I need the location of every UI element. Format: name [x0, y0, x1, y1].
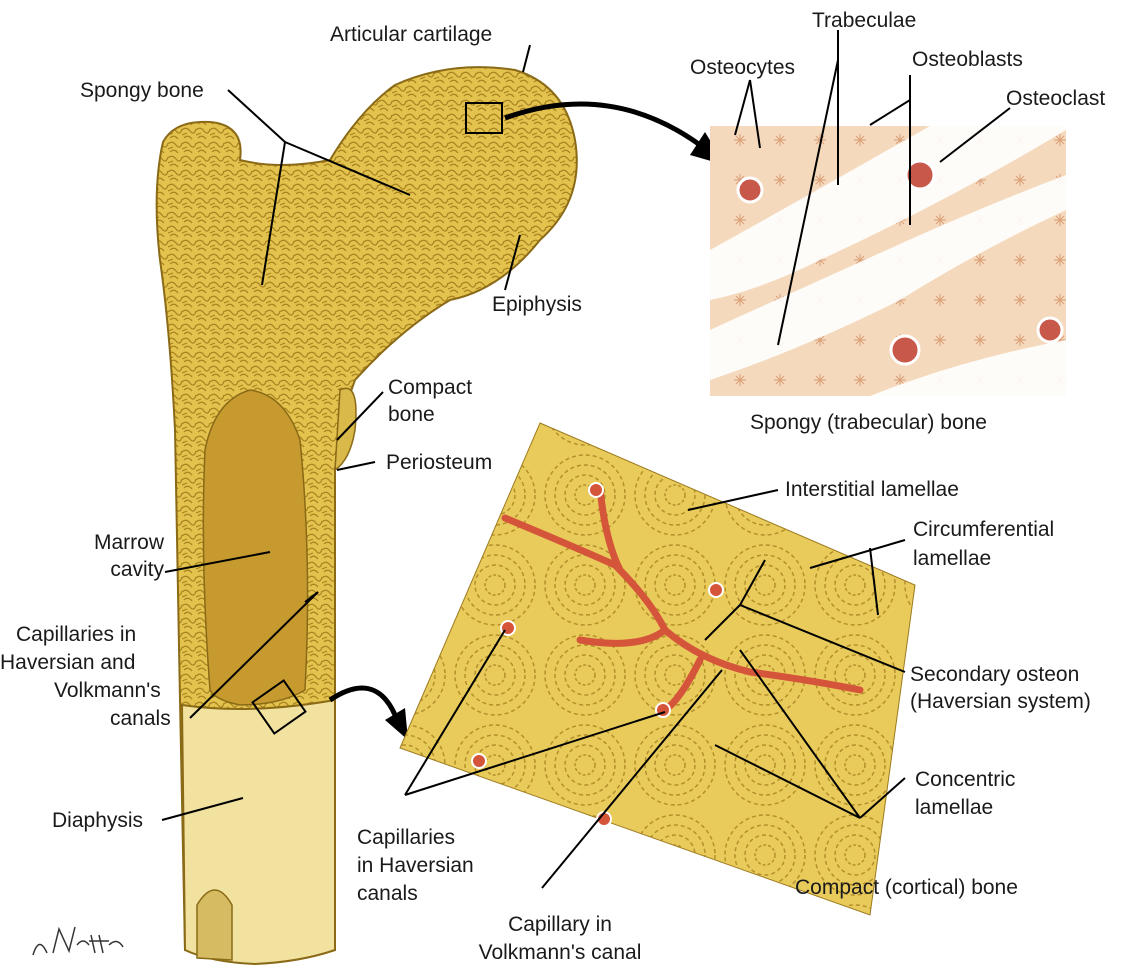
- label-secondary-osteon-line2: (Haversian system): [910, 689, 1091, 715]
- label-marrow-line2: cavity: [20, 557, 164, 583]
- label-osteocytes: Osteocytes: [690, 55, 795, 81]
- label-circumferential-line1: Circumferential: [913, 517, 1054, 543]
- label-capillaries-h-line3: canals: [357, 881, 418, 907]
- label-osteoclast: Osteoclast: [1006, 86, 1105, 112]
- arrow-to-compact: [330, 688, 395, 715]
- marrow-cavity-shape: [203, 390, 307, 705]
- label-capillaries-hv-line1: Capillaries in: [16, 622, 136, 648]
- label-marrow-line1: Marrow: [20, 530, 164, 556]
- label-capillaries-hv-line2: Haversian and: [0, 650, 135, 676]
- label-compact-bone-line1: Compact: [388, 375, 472, 401]
- label-concentric-line2: lamellae: [915, 795, 993, 821]
- label-circumferential-line2: lamellae: [913, 546, 991, 572]
- label-interstitial-lamellae: Interstitial lamellae: [785, 477, 959, 503]
- label-spongy-bone: Spongy bone: [80, 78, 204, 104]
- label-capillary-volkmann-line1: Capillary in: [460, 912, 660, 938]
- label-secondary-osteon-line1: Secondary osteon: [910, 662, 1079, 688]
- label-spongy-trabecular-bone: Spongy (trabecular) bone: [750, 410, 987, 436]
- artist-signature: [25, 915, 135, 965]
- label-capillary-volkmann-line2: Volkmann's canal: [460, 940, 660, 966]
- label-capillaries-hv-line3: Volkmann's: [54, 678, 161, 704]
- label-diaphysis: Diaphysis: [52, 808, 143, 834]
- label-capillaries-hv-line4: canals: [110, 706, 171, 732]
- label-compact-cortical-bone: Compact (cortical) bone: [795, 875, 1018, 901]
- label-trabeculae: Trabeculae: [812, 8, 916, 34]
- spongy-bone-inset: [710, 126, 1066, 396]
- label-osteoblasts: Osteoblasts: [912, 47, 1023, 73]
- label-articular-cartilage: Articular cartilage: [330, 22, 492, 48]
- label-periosteum: Periosteum: [386, 450, 492, 476]
- label-concentric-line1: Concentric: [915, 767, 1015, 793]
- label-capillaries-h-line2: in Haversian: [357, 853, 474, 879]
- label-epiphysis: Epiphysis: [492, 292, 582, 318]
- label-capillaries-h-line1: Capillaries: [357, 825, 455, 851]
- label-compact-bone-line2: bone: [388, 402, 435, 428]
